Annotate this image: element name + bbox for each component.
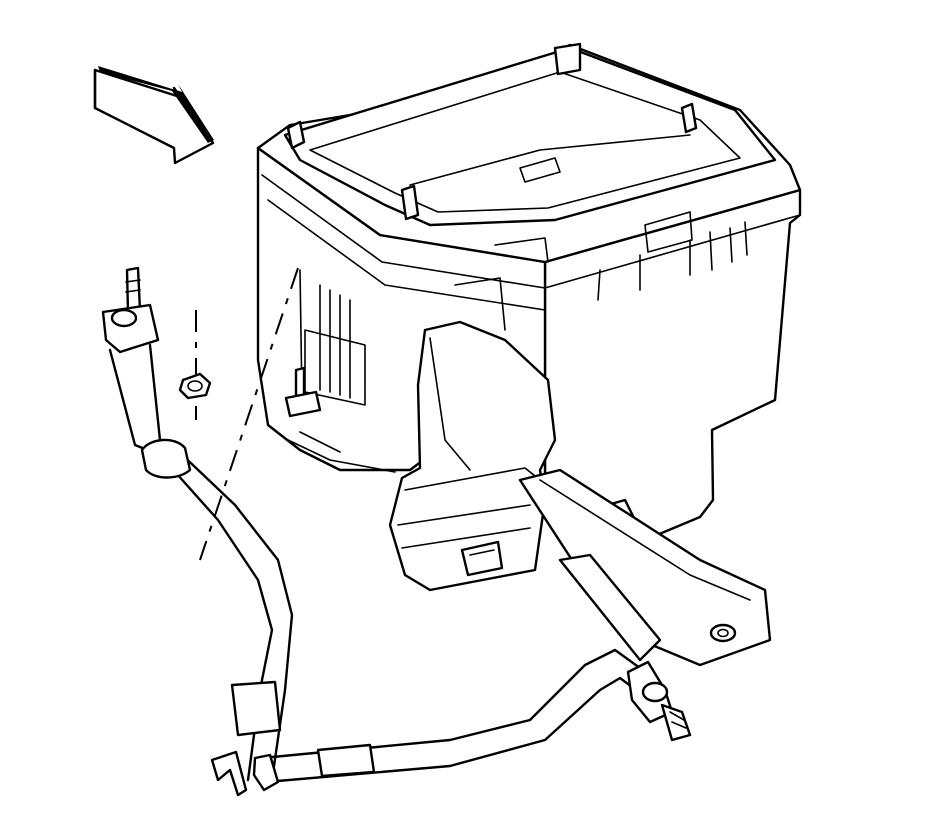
liquid-line-fitting <box>101 266 160 354</box>
direction-arrow <box>93 66 215 165</box>
suction-hose <box>108 343 294 797</box>
evaporator-tube-fitting <box>626 660 692 742</box>
mounting-bracket <box>518 468 772 667</box>
drain-duct <box>388 320 557 592</box>
alignment-line <box>199 267 299 561</box>
retaining-nut <box>178 372 212 400</box>
refrigerant-pipe <box>252 648 642 792</box>
hvac-module-housing <box>256 42 802 542</box>
mounting-stud <box>284 366 322 418</box>
